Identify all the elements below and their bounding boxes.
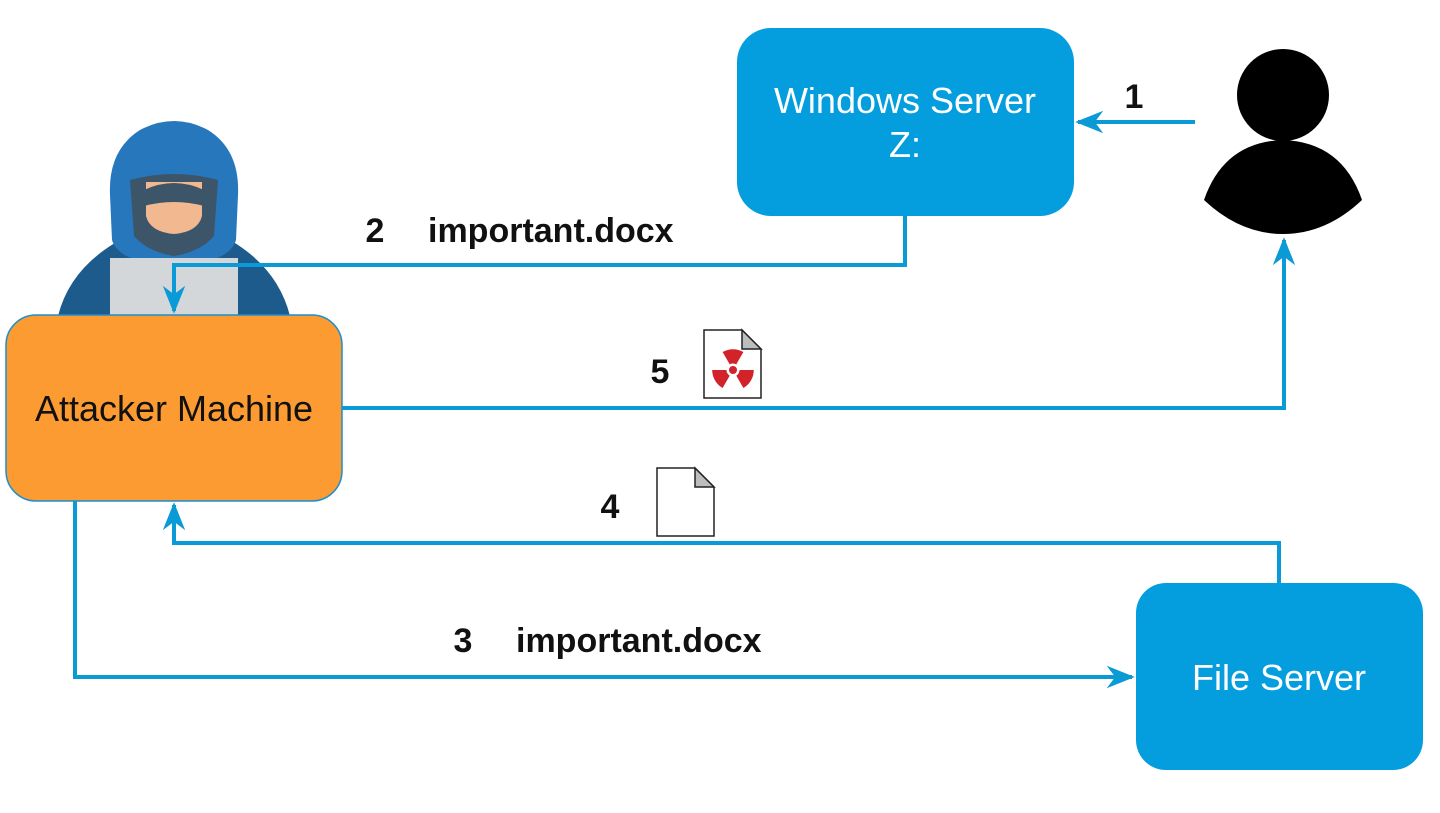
file-server-node: File Server [1136, 583, 1423, 770]
file-server-label: File Server [1192, 657, 1366, 698]
flow-arrow-4 [162, 502, 1281, 583]
windows-server-node: Windows Server Z: [737, 28, 1074, 216]
step-3-file: important.docx [516, 622, 762, 660]
flow-arrow-2 [162, 216, 907, 314]
step-1-number: 1 [1125, 78, 1144, 116]
step-2-file: important.docx [428, 212, 674, 250]
step-5-number: 5 [651, 353, 670, 391]
flow-arrow-3 [73, 501, 1135, 689]
attacker-machine-label: Attacker Machine [35, 388, 313, 429]
windows-server-label-line1: Windows Server [774, 80, 1036, 121]
step-4-number: 4 [601, 488, 620, 526]
step-3-number: 3 [454, 622, 473, 660]
radioactive-document-icon [703, 328, 763, 399]
document-icon [656, 466, 716, 537]
person-icon [1204, 49, 1362, 234]
attacker-machine-node: Attacker Machine [5, 314, 343, 502]
windows-server-label-line2: Z: [889, 124, 921, 165]
step-2-number: 2 [366, 212, 385, 250]
flow-arrow-5 [342, 237, 1296, 410]
